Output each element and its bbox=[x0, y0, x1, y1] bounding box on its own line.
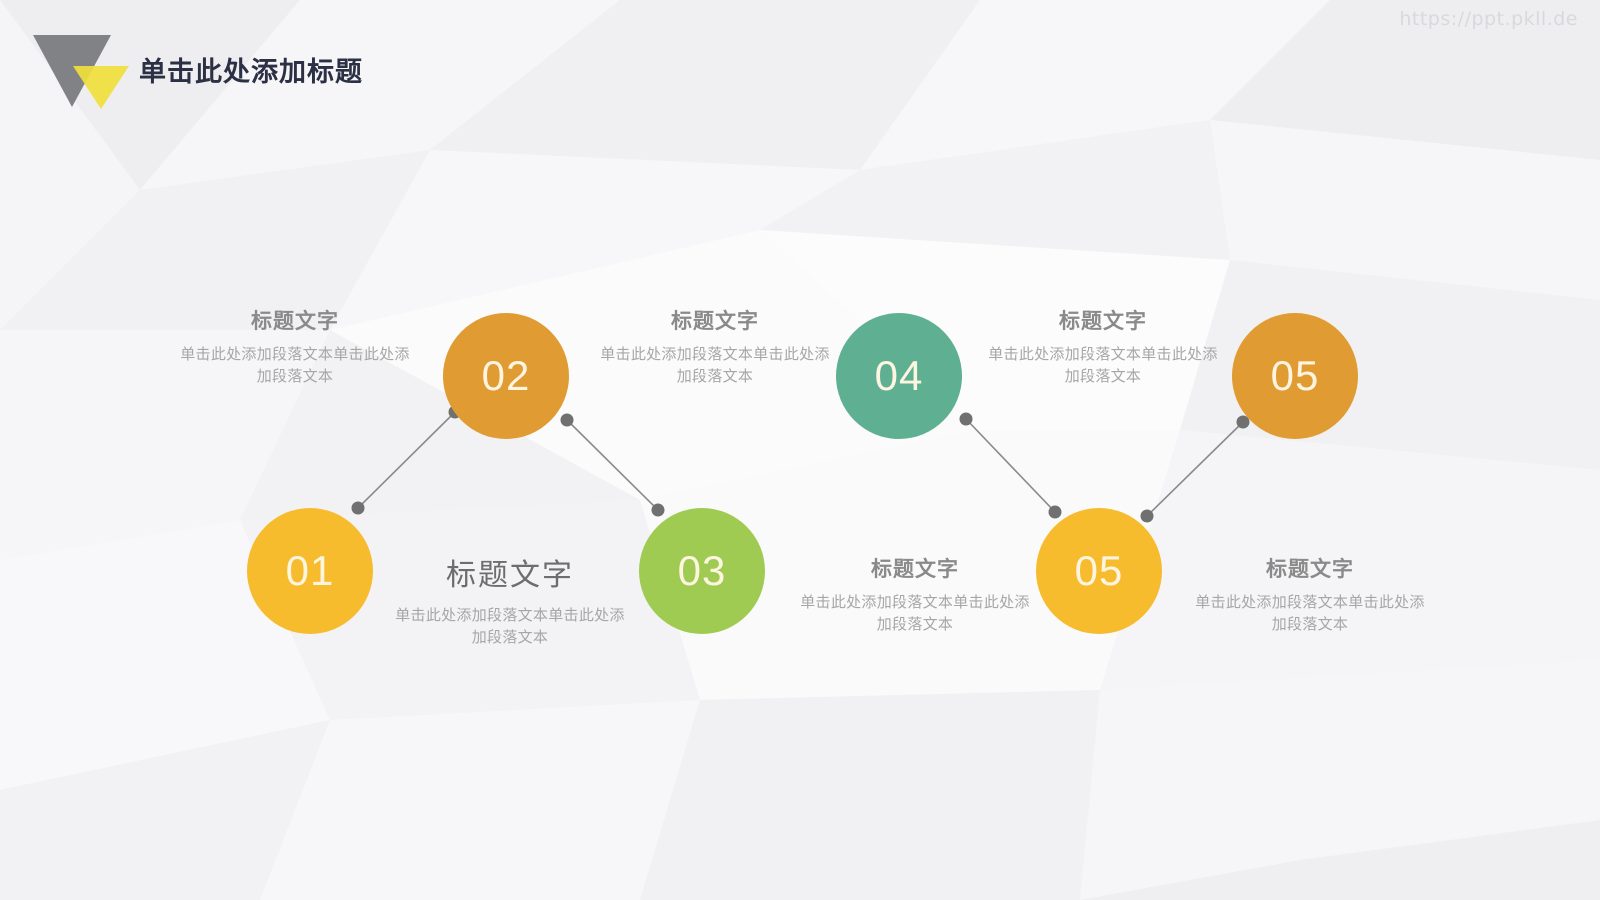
connector-dot bbox=[1140, 509, 1154, 523]
connector-line bbox=[965, 418, 1056, 513]
step-circle-1[interactable]: 01 bbox=[247, 508, 373, 634]
step-heading: 标题文字 bbox=[871, 558, 959, 581]
step-heading: 标题文字 bbox=[446, 559, 574, 592]
step-body-text: 单击此处添加段落文本单击此处添加段落文本 bbox=[180, 346, 410, 385]
connector-dot bbox=[351, 501, 365, 515]
step-body-text: 单击此处添加段落文本单击此处添加段落文本 bbox=[600, 346, 830, 385]
step-number: 02 bbox=[481, 352, 531, 399]
connector-line bbox=[566, 419, 659, 511]
step-textblock-5: 标题文字单击此处添加段落文本单击此处添加段落文本 bbox=[983, 305, 1223, 388]
step-textblock-3: 标题文字单击此处添加段落文本单击此处添加段落文本 bbox=[595, 305, 835, 388]
slide-header: 单击此处添加标题 bbox=[0, 0, 1600, 120]
step-number: 03 bbox=[677, 547, 727, 594]
step-circle-2[interactable]: 02 bbox=[443, 313, 569, 439]
watermark-url: https://ppt.pkll.de bbox=[1399, 8, 1578, 30]
step-circle-4[interactable]: 04 bbox=[836, 313, 962, 439]
connector-dot bbox=[1236, 415, 1250, 429]
step-number: 05 bbox=[1074, 547, 1124, 594]
step-number: 04 bbox=[874, 352, 924, 399]
triangle-logo-icon bbox=[33, 35, 129, 109]
step-heading: 标题文字 bbox=[251, 310, 339, 333]
step-number: 05 bbox=[1270, 352, 1320, 399]
step-circle-3[interactable]: 03 bbox=[639, 508, 765, 634]
connector-dot bbox=[651, 503, 665, 517]
connector-line bbox=[357, 411, 456, 509]
step-textblock-6: 标题文字单击此处添加段落文本单击此处添加段落文本 bbox=[1190, 553, 1430, 636]
step-textblock-1: 标题文字单击此处添加段落文本单击此处添加段落文本 bbox=[175, 305, 415, 388]
step-heading: 标题文字 bbox=[671, 310, 759, 333]
step-textblock-2: 标题文字单击此处添加段落文本单击此处添加段落文本 bbox=[390, 550, 630, 649]
step-body-text: 单击此处添加段落文本单击此处添加段落文本 bbox=[395, 607, 625, 646]
step-body-text: 单击此处添加段落文本单击此处添加段落文本 bbox=[1195, 594, 1425, 633]
connector-line bbox=[1146, 421, 1244, 517]
step-circle-6[interactable]: 05 bbox=[1232, 313, 1358, 439]
connector-dot bbox=[959, 412, 973, 426]
step-body-text: 单击此处添加段落文本单击此处添加段落文本 bbox=[988, 346, 1218, 385]
step-heading: 标题文字 bbox=[1059, 310, 1147, 333]
step-textblock-4: 标题文字单击此处添加段落文本单击此处添加段落文本 bbox=[795, 553, 1035, 636]
page-title: 单击此处添加标题 bbox=[139, 57, 363, 87]
connector-dot bbox=[560, 413, 574, 427]
connector-dot bbox=[1048, 505, 1062, 519]
step-heading: 标题文字 bbox=[1266, 558, 1354, 581]
step-circle-5[interactable]: 05 bbox=[1036, 508, 1162, 634]
step-body-text: 单击此处添加段落文本单击此处添加段落文本 bbox=[800, 594, 1030, 633]
step-number: 01 bbox=[285, 547, 335, 594]
